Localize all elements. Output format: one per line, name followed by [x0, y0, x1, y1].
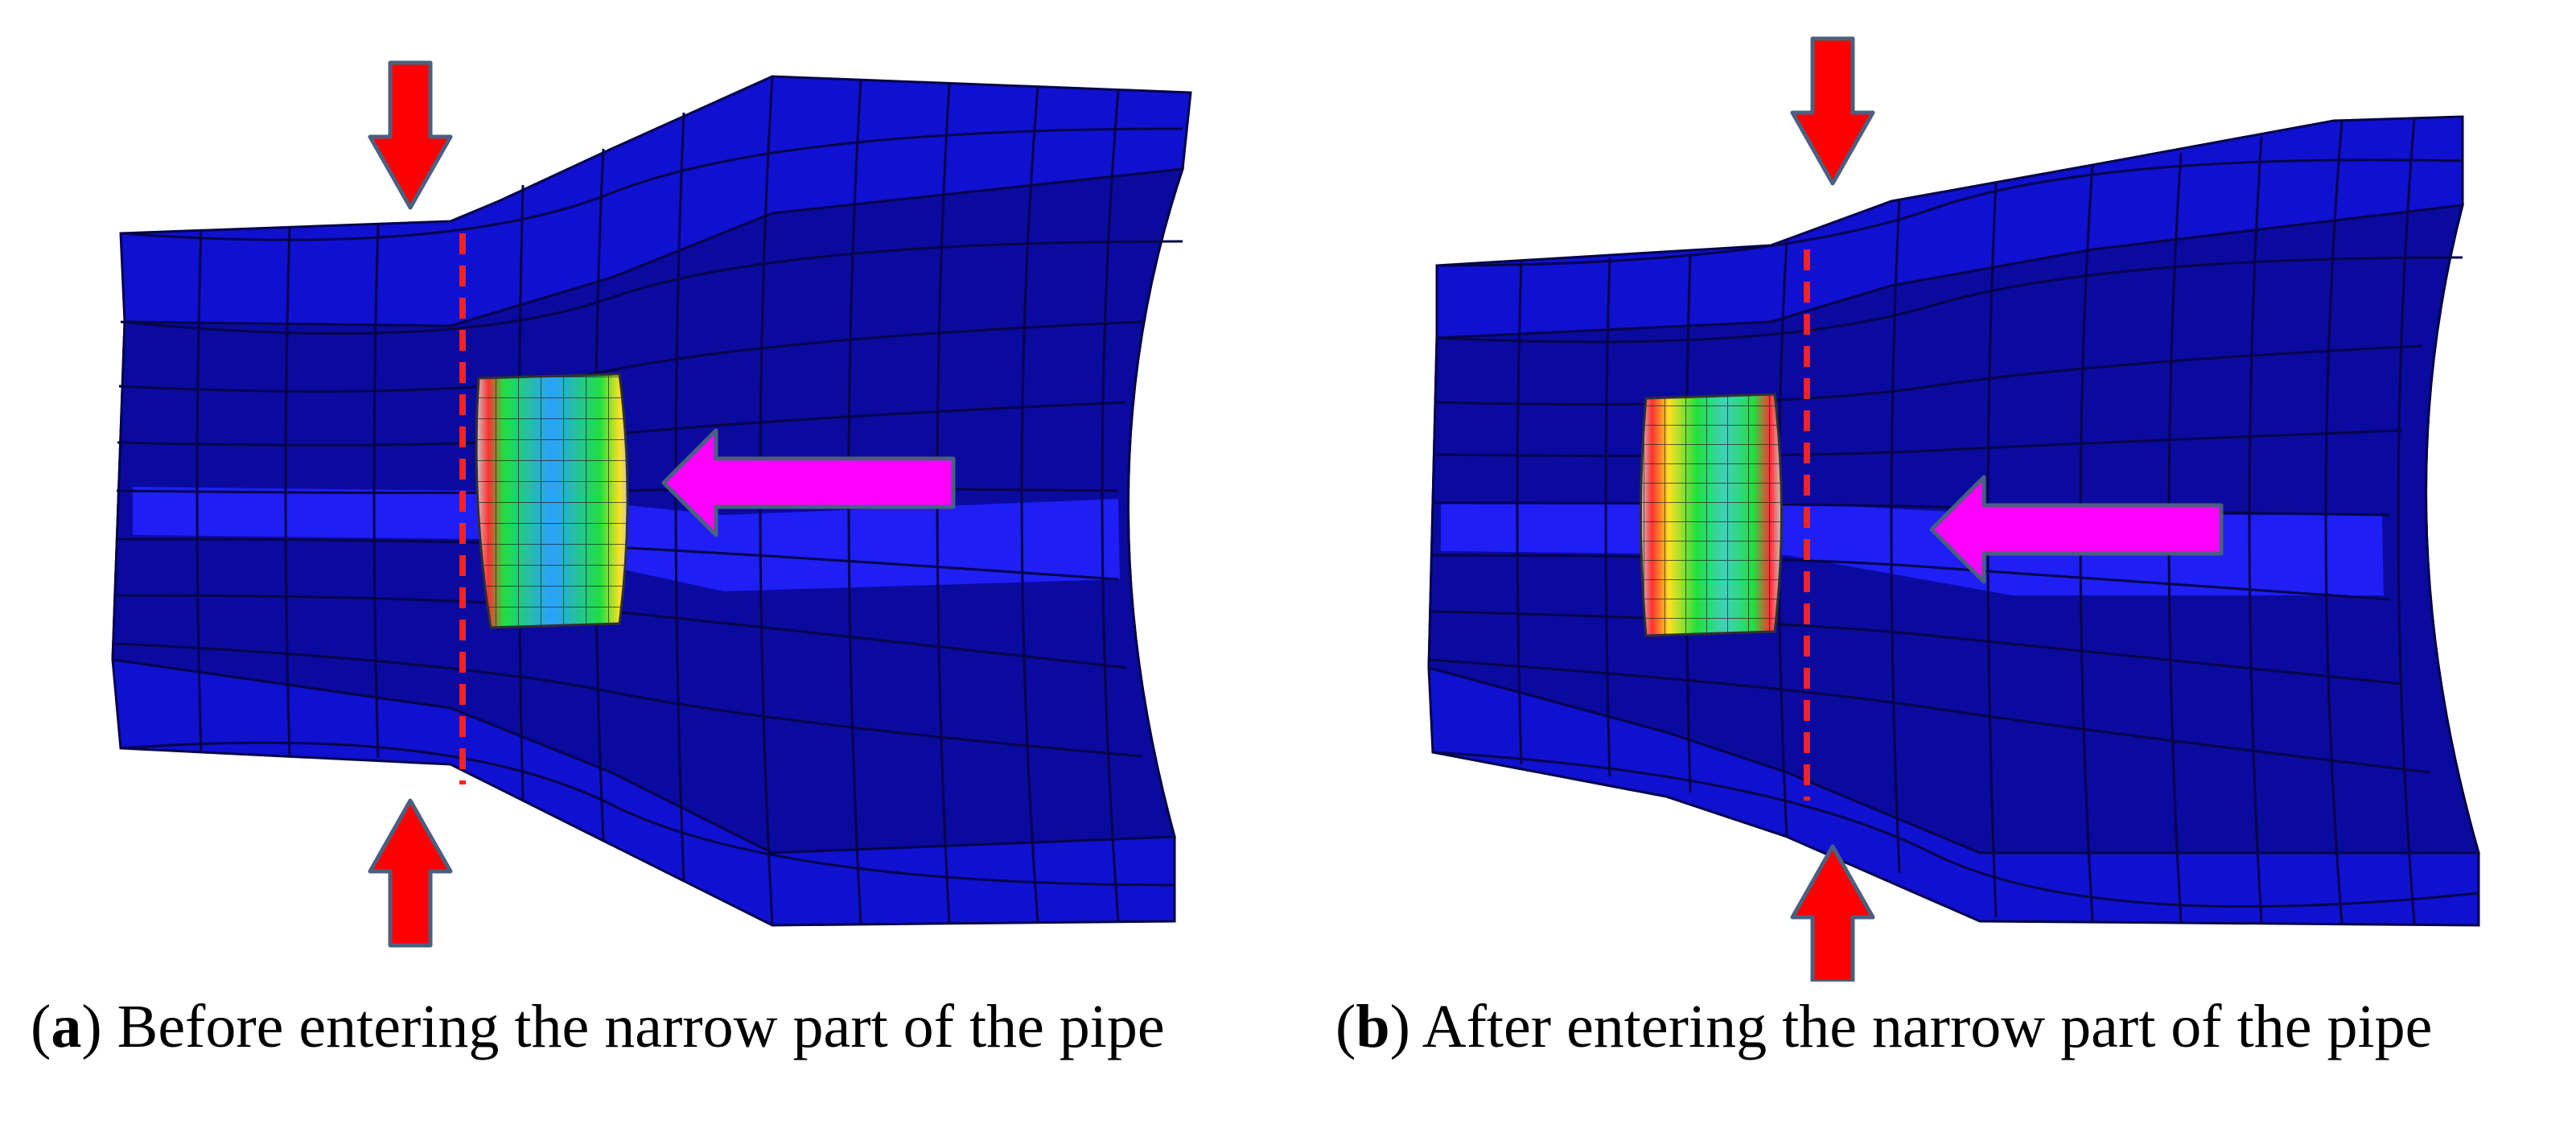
- caption-a-text: Before entering the narrow part of the p…: [117, 993, 1165, 1060]
- arrow-up-icon: [368, 798, 453, 948]
- arrow-down-icon: [368, 60, 453, 210]
- caption-b-label: b: [1356, 993, 1390, 1060]
- arrow-left-icon: [1929, 475, 2224, 584]
- panel-b: [1288, 0, 2576, 982]
- arrow-left-icon: [661, 428, 956, 537]
- arrow-down-icon: [1790, 36, 1875, 186]
- arrow-up-icon: [1790, 844, 1875, 982]
- caption-b: (b) After entering the narrow part of th…: [1335, 993, 2433, 1060]
- caption-b-text: After entering the narrow part of the pi…: [1422, 993, 2433, 1060]
- pipe-pig: [1640, 393, 1783, 637]
- pipe-diagram-b: [1427, 36, 2480, 982]
- panel-a: [0, 0, 1288, 982]
- pipe-diagram-a: [111, 60, 1192, 948]
- pipe-pig: [475, 373, 629, 629]
- caption-a-label: a: [51, 993, 82, 1060]
- caption-a: (a) Before entering the narrow part of t…: [31, 993, 1165, 1060]
